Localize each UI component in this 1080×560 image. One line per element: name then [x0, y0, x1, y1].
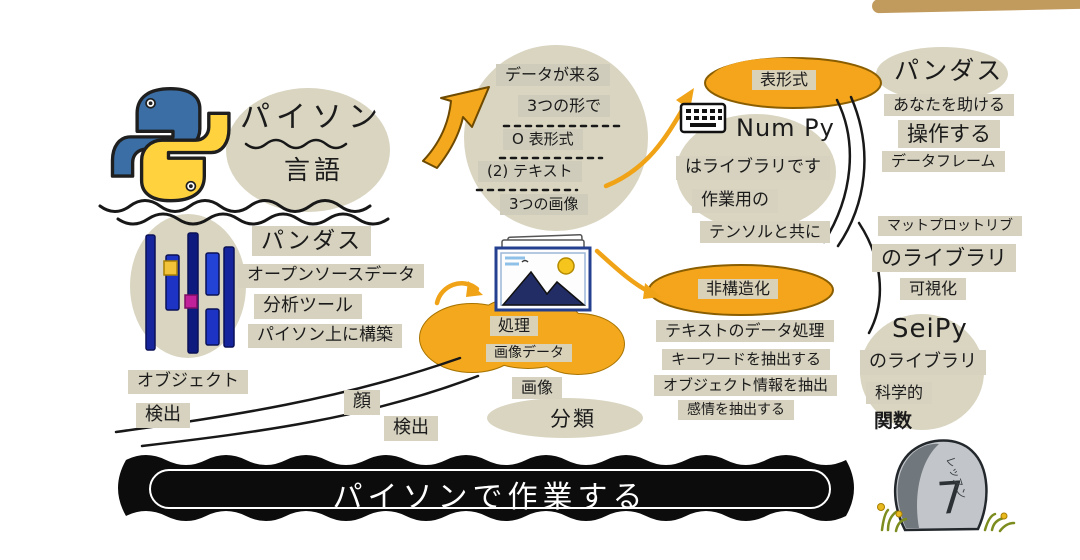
unstructured-line-1: テキストのデータ処理 [656, 320, 834, 343]
matplotlib-title: マットプロットリブ [878, 216, 1022, 237]
data-forms-item-1: O 表形式 [503, 129, 583, 151]
python-title-blob [226, 88, 390, 212]
pandas-right-line-1: あなたを助ける [884, 94, 1015, 117]
scipy-line-2: 科学的 [866, 382, 933, 405]
object-detection-line-1: オブジェクト [128, 370, 248, 394]
pandas-right-line-3: データフレーム [882, 151, 1005, 173]
python-title: パイソン [240, 100, 384, 135]
unstructured-line-2: キーワードを抽出する [662, 349, 831, 371]
grass-icon [880, 508, 1016, 533]
numpy-curl-2 [836, 95, 866, 248]
unstructured-line-4: 感情を抽出する [678, 400, 794, 421]
classification-blob [487, 398, 643, 438]
bottom-banner [118, 455, 854, 521]
numpy-curl-1 [822, 98, 852, 244]
data-forms-heading-2: 3つの形で [518, 95, 611, 118]
pandas-left-title: パンダス [252, 226, 372, 257]
matplotlib-line-1: のライブラリ [872, 244, 1016, 273]
classification-label: 分類 [550, 407, 596, 431]
processing-line-2: 画像データ [486, 344, 572, 363]
image-label: 画像 [512, 377, 563, 400]
numpy-line-2: 作業用の [692, 189, 778, 213]
arrow-to-unstructured-icon [594, 248, 655, 296]
banner-inner-border [149, 469, 831, 509]
scipy-line-1: のライブラリ [860, 350, 986, 375]
pandas-right-line-2: 操作する [898, 120, 1000, 149]
divider-wave-1 [98, 199, 372, 213]
unstructured-label: 非構造化 [698, 279, 779, 300]
data-forms-heading-1: データが来る [496, 64, 611, 87]
lesson-stone-icon: 7 レッスン [877, 439, 1016, 533]
matplotlib-scipy-curl [857, 221, 882, 335]
banner-shape [118, 455, 854, 521]
face-detection-line-2: 検出 [384, 416, 438, 441]
numpy-title: Num Py [736, 114, 835, 142]
python-underline-squiggle [244, 138, 348, 150]
sweep-line-2 [140, 374, 480, 448]
arrow-to-unstructured-head-icon [643, 283, 661, 299]
arrow-to-processing-head-icon [466, 281, 483, 297]
data-forms-item-3: 3つの画像 [500, 194, 588, 216]
curved-arrow-icon [422, 86, 490, 169]
photo-icon [494, 234, 592, 312]
processing-line-1: 処理 [490, 316, 539, 337]
object-detection-line-2: 検出 [136, 403, 190, 428]
python-logo-icon [110, 87, 231, 203]
python-subtitle: 言語 [284, 156, 345, 186]
tabular-label: 表形式 [752, 70, 817, 91]
pandas-left-line-3: パイソン上に構築 [248, 324, 402, 348]
pandas-right-title: パンダス [894, 56, 1004, 85]
matplotlib-line-2: 可視化 [900, 278, 967, 301]
face-detection-line-1: 顔 [344, 390, 380, 415]
numpy-line-1: はライブラリです [676, 156, 830, 180]
banner-title: パイソンで作業する [332, 480, 648, 515]
pandas-right-blob [876, 47, 1008, 101]
pandas-left-line-1: オープンソースデータ [238, 264, 425, 288]
unstructured-line-3: オブジェクト情報を抽出 [654, 375, 838, 397]
divider-wave-2 [116, 212, 390, 226]
bar-chart-icon [145, 232, 235, 354]
numpy-line-3: テンソルと共に [700, 221, 831, 244]
lesson-number: 7 [935, 472, 966, 525]
scipy-title: SeiPy [892, 314, 968, 344]
pandas-left-line-2: 分析ツール [254, 294, 362, 319]
keyboard-icon [679, 102, 727, 134]
scipy-line-3: 関数 [874, 410, 913, 432]
data-forms-item-2: (2) テキスト [478, 161, 582, 183]
